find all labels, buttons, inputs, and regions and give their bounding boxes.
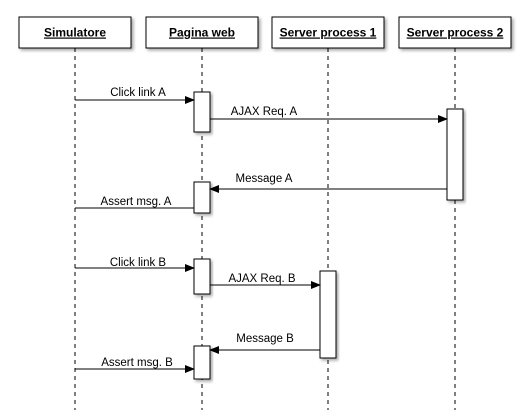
activation-pagina-web-2	[193, 181, 211, 214]
participant-server-process-1: Server process 1	[271, 16, 385, 49]
message-label: Click link A	[110, 87, 166, 99]
message-assert-msg-a: Assert msg. A	[75, 196, 194, 209]
activation-pagina-web-1	[193, 91, 211, 133]
message-ajax-req-b: AJAX Req. B	[210, 273, 321, 289]
message-message-a: Message A	[209, 173, 447, 193]
participant-simulatore: Simulatore	[18, 16, 132, 49]
participant-server-process-2: Server process 2	[398, 16, 512, 49]
message-click-link-b: Click link B	[75, 257, 195, 272]
participant-pagina-web: Pagina web	[145, 16, 259, 49]
activation-server-process-2	[446, 108, 464, 201]
message-ajax-req-a: AJAX Req. A	[210, 106, 448, 123]
message-message-b: Message B	[209, 333, 320, 354]
message-click-link-a: Click link A	[75, 87, 195, 104]
message-label: Message A	[236, 173, 293, 185]
message-label: Click link B	[110, 257, 167, 269]
message-label: AJAX Req. A	[231, 106, 298, 118]
message-label: AJAX Req. B	[228, 273, 295, 285]
participant-label-server-process-2: Server process 2	[407, 26, 504, 40]
participant-label-server-process-1: Server process 1	[280, 26, 377, 40]
participant-label-pagina-web: Pagina web	[169, 26, 235, 40]
message-assert-msg-b: Assert msg. B	[75, 357, 195, 373]
message-label: Message B	[236, 333, 294, 345]
participant-label-simulatore: Simulatore	[44, 26, 106, 40]
activation-pagina-web-4	[193, 345, 211, 380]
activation-server-process-1	[319, 270, 337, 359]
message-label: Assert msg. B	[101, 357, 173, 369]
message-label: Assert msg. A	[101, 196, 172, 208]
activation-pagina-web-3	[193, 258, 211, 295]
